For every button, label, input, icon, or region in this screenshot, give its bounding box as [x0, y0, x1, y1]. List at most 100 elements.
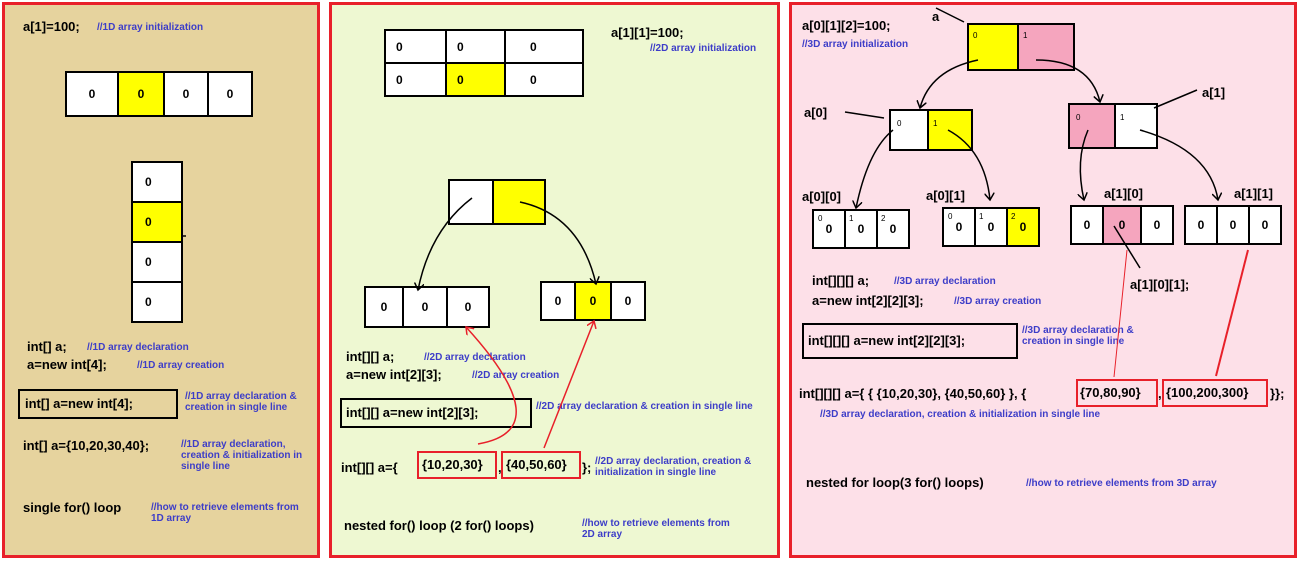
label-a00: a[0][0] [802, 189, 842, 204]
single-line-comment: //2D array declaration & creation in sin… [536, 401, 753, 412]
grid-cell: 0 [384, 62, 447, 97]
label-a1-pointer [1153, 89, 1198, 109]
label-a1: a[1] [1202, 85, 1226, 100]
tree-arrow-a11 [1139, 129, 1218, 200]
assign-statement: a[1]=100; [23, 19, 80, 34]
initialization-comment: //2D array declaration, creation & initi… [595, 456, 752, 478]
initialization-comment: //3D array declaration, creation & initi… [820, 409, 1101, 420]
single-line-box [340, 398, 532, 428]
creation-comment: //3D array creation [954, 296, 1042, 307]
grid-cell: 0 [504, 62, 584, 97]
declaration-comment: //1D array declaration [87, 342, 189, 353]
initialization-comment: //1D array declaration, creation & initi… [181, 439, 303, 472]
red-arrow-group1 [466, 327, 517, 445]
init-group-1: {10,20,30} [422, 457, 483, 472]
index-label: 0 [948, 212, 953, 221]
loop-comment: //how to retrieve elements from 2D array [582, 518, 730, 540]
loop-statement: nested for loop(3 for() loops) [806, 475, 984, 490]
index-label: 0 [818, 214, 823, 223]
init-prefix: int[][] a={ [341, 460, 398, 475]
initialization-statement: int[] a={10,20,30,40}; [23, 438, 150, 453]
leaf-cell: 0 [1140, 205, 1174, 245]
array-cell: 0 [163, 71, 209, 117]
label-a-pointer [935, 7, 965, 23]
index-label: 1 [849, 214, 854, 223]
init-separator: , [498, 460, 502, 475]
loop-comment: //how to retrieve elements from 3D array [1026, 478, 1217, 489]
leaf-cell: 0 [812, 209, 846, 249]
single-line-box [802, 323, 1018, 359]
leaf-cell-highlighted: 0 [1006, 207, 1040, 247]
row-cell: 0 [402, 286, 448, 328]
array-cell: 0 [207, 71, 253, 117]
tree-arrow-a10 [1080, 129, 1089, 200]
panel-2d-array: a[1][1]=100; //2D array initialization 0… [329, 2, 780, 558]
tree-arrow-row0 [418, 197, 473, 290]
label-a101: a[1][0][1]; [1130, 277, 1190, 292]
single-line-comment: //3D array declaration & creation in sin… [1022, 325, 1134, 347]
label-a0: a[0] [804, 105, 828, 120]
red-connector-group3 [1113, 249, 1128, 378]
label-a101-pointer [1113, 225, 1141, 269]
loop-statement: single for() loop [23, 500, 122, 515]
top-cell-1: 1 [1017, 23, 1075, 71]
init-group-2-box [501, 451, 581, 479]
tree-arrow-row1 [519, 201, 596, 284]
creation-comment: //2D array creation [472, 370, 560, 381]
red-arrow-group2 [543, 321, 594, 449]
index-label: 1 [979, 212, 984, 221]
single-line-statement: int[][] a=new int[2][3]; [346, 405, 479, 420]
single-line-statement: int[] a=new int[4]; [25, 396, 133, 411]
array-cell: 0 [131, 281, 183, 323]
declaration-statement: int[][] a; [346, 349, 395, 364]
leaf-cell: 0 [1070, 205, 1104, 245]
index-label: 0 [973, 31, 978, 40]
panel-3d-array: a[0][1][2]=100; //3D array initializatio… [789, 2, 1297, 558]
creation-comment: //1D array creation [137, 360, 225, 371]
row-cell: 0 [610, 281, 646, 321]
panel-1d-array: a[1]=100; //1D array initialization 0 0 … [2, 2, 320, 558]
init-prefix: int[][][] a={ { {10,20,30}, {40,50,60} }… [799, 386, 1027, 401]
label-a01: a[0][1] [926, 188, 966, 203]
single-line-box [18, 389, 178, 419]
assign-statement: a[1][1]=100; [611, 25, 684, 40]
declaration-comment: //3D array declaration [894, 276, 996, 287]
declaration-statement: int[][][] a; [812, 273, 870, 288]
assign-statement: a[0][1][2]=100; [802, 18, 891, 33]
init-group-3-box [1076, 379, 1158, 407]
creation-statement: a=new int[4]; [27, 357, 107, 372]
leaf-cell: 0 [1248, 205, 1282, 245]
label-a10: a[1][0] [1104, 186, 1144, 201]
loop-comment: //how to retrieve elements from 1D array [151, 502, 299, 524]
index-label: 1 [933, 119, 938, 128]
creation-statement: a=new int[2][2][3]; [812, 293, 924, 308]
label-a: a [932, 9, 940, 24]
creation-statement: a=new int[2][3]; [346, 367, 442, 382]
label-a11: a[1][1] [1234, 186, 1274, 201]
array-cell-highlighted: 0 [117, 71, 165, 117]
a1-cell-1: 1 [1114, 103, 1158, 149]
init-group-3: {70,80,90} [1080, 385, 1141, 400]
leaf-cell: 0 [876, 209, 910, 249]
single-line-statement: int[][][] a=new int[2][2][3]; [808, 333, 966, 348]
tree-arrow-a01 [947, 129, 990, 200]
a0-cell-1: 1 [927, 109, 973, 151]
tree-arrow-a1 [1035, 59, 1100, 102]
label-a0-pointer [844, 111, 885, 119]
tree-arrow-a0 [920, 59, 979, 108]
grid-cell-highlighted: 0 [445, 62, 506, 97]
init-suffix: }}; [1270, 386, 1285, 401]
assign-comment: //3D array initialization [802, 39, 909, 50]
top-cell-0: 0 [967, 23, 1019, 71]
reference-cell-highlighted [492, 179, 546, 225]
assign-comment: //1D array initialization [97, 22, 204, 33]
grid-cell: 0 [504, 29, 584, 64]
single-line-comment: //1D array declaration & creation in sin… [185, 391, 297, 413]
index-label: 0 [1076, 113, 1081, 122]
leaf-cell: 0 [974, 207, 1008, 247]
index-label: 1 [1120, 113, 1125, 122]
index-label: 1 [1023, 31, 1028, 40]
declaration-comment: //2D array declaration [424, 352, 526, 363]
index-label: 2 [881, 214, 886, 223]
